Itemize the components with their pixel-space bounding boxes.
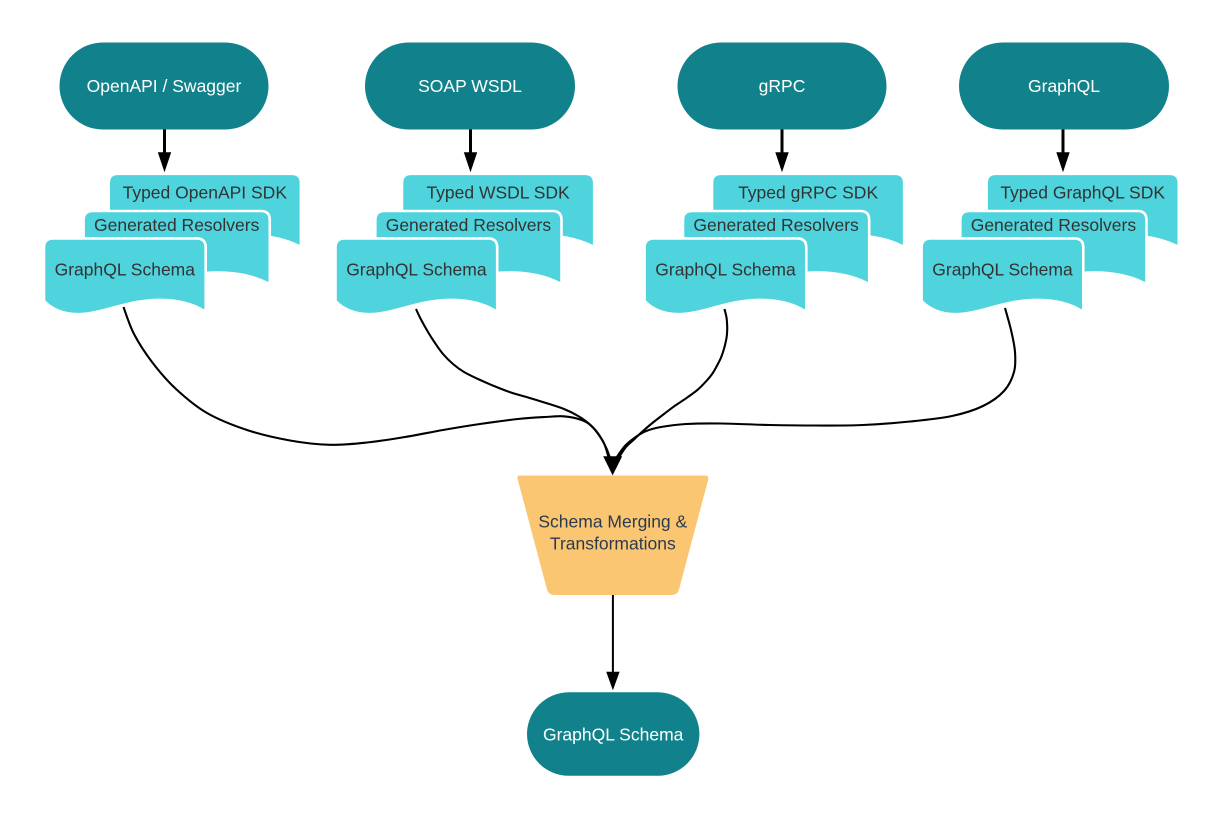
svg-text:OpenAPI / Swagger: OpenAPI / Swagger: [87, 76, 242, 96]
svg-text:GraphQL Schema: GraphQL Schema: [346, 259, 487, 279]
svg-text:GraphQL Schema: GraphQL Schema: [543, 724, 684, 744]
svg-text:Transformations: Transformations: [550, 533, 676, 553]
svg-text:Typed WSDL SDK: Typed WSDL SDK: [426, 183, 570, 203]
svg-text:GraphQL Schema: GraphQL Schema: [55, 259, 196, 279]
svg-text:Schema Merging &: Schema Merging &: [538, 511, 687, 531]
svg-text:GraphQL Schema: GraphQL Schema: [655, 259, 796, 279]
svg-text:Generated Resolvers: Generated Resolvers: [94, 215, 260, 235]
svg-text:Generated Resolvers: Generated Resolvers: [693, 215, 859, 235]
svg-text:Typed gRPC SDK: Typed gRPC SDK: [738, 183, 878, 203]
svg-text:Generated Resolvers: Generated Resolvers: [386, 215, 552, 235]
svg-text:Generated Resolvers: Generated Resolvers: [971, 215, 1137, 235]
svg-text:GraphQL Schema: GraphQL Schema: [932, 259, 1073, 279]
svg-text:Typed GraphQL SDK: Typed GraphQL SDK: [1000, 183, 1165, 203]
svg-text:SOAP WSDL: SOAP WSDL: [418, 76, 522, 96]
svg-text:gRPC: gRPC: [759, 76, 806, 96]
svg-text:Typed OpenAPI SDK: Typed OpenAPI SDK: [123, 183, 288, 203]
svg-text:GraphQL: GraphQL: [1028, 76, 1100, 96]
